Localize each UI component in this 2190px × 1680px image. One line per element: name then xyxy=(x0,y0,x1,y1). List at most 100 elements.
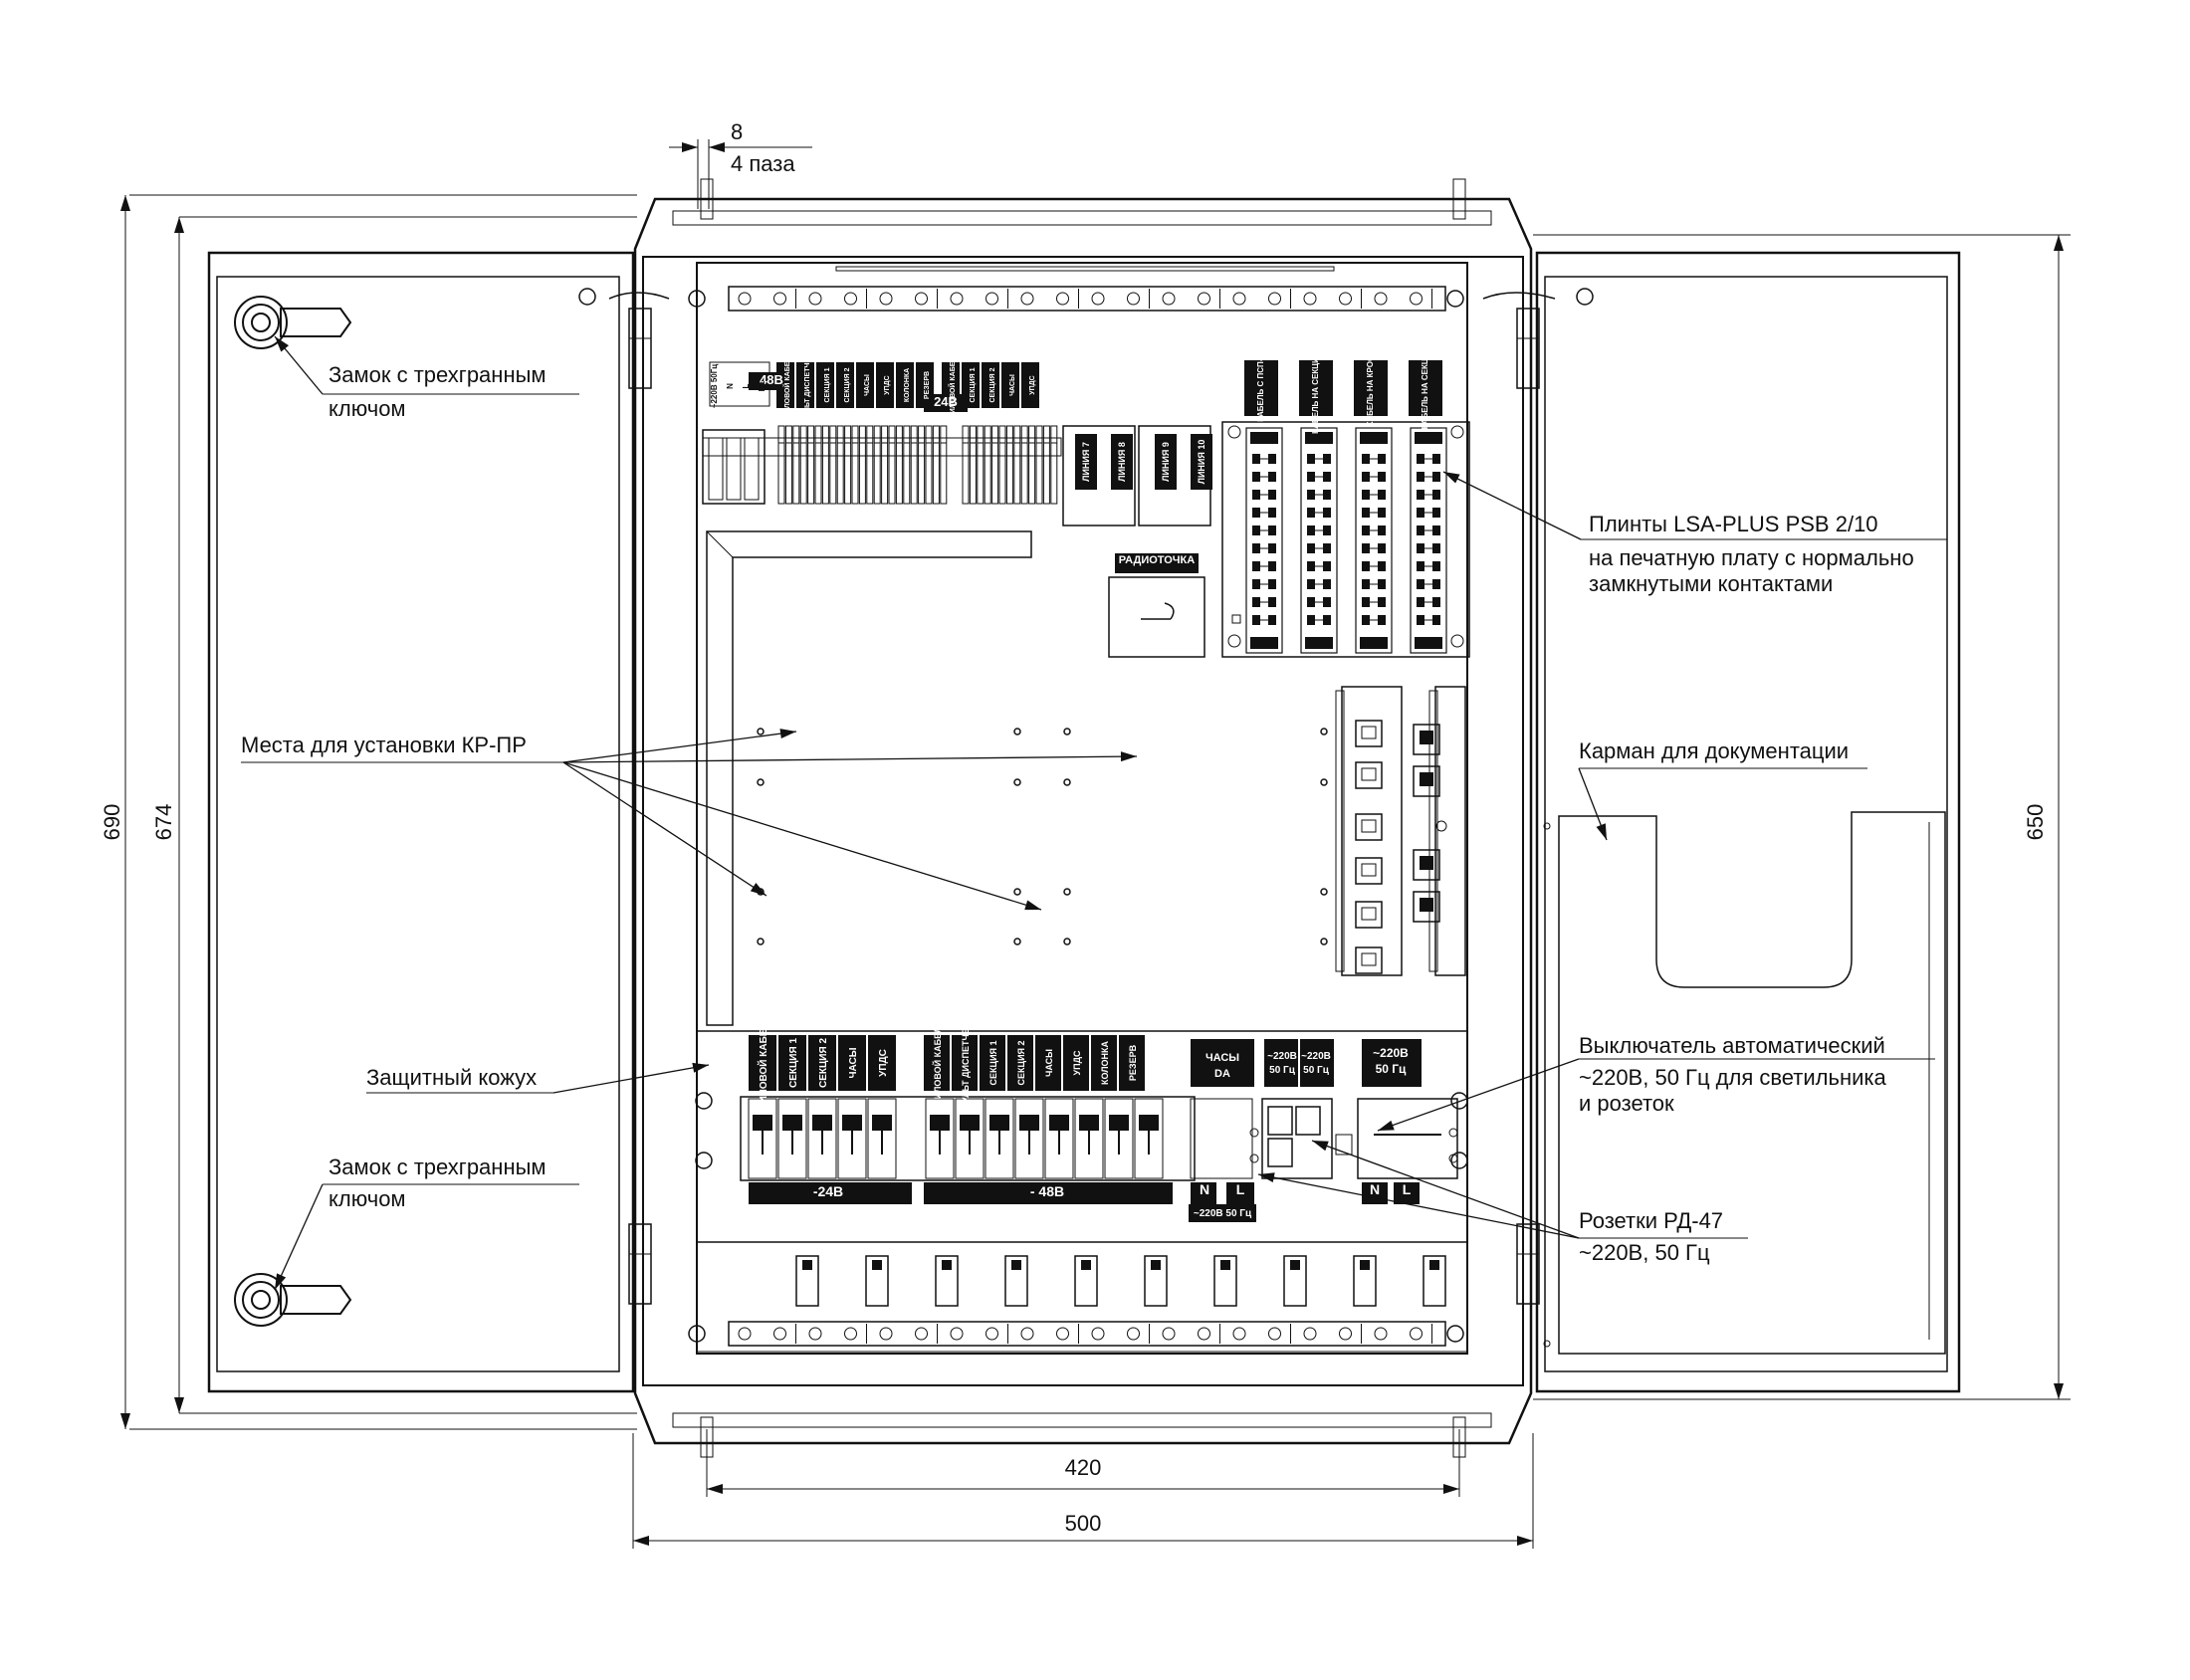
brk24-text-2: СЕКЦИЯ 2 xyxy=(818,1038,829,1088)
doc-pocket xyxy=(1558,811,1946,1355)
kr-places-label: Места для установки КР-ПР xyxy=(241,733,527,757)
mount-hole-3 xyxy=(757,938,765,945)
din48-text-2: СЕКЦИЯ 1 xyxy=(824,367,831,402)
hinge-2 xyxy=(1516,308,1540,389)
brk48-text-5: УПДС xyxy=(1072,1050,1082,1075)
cover-leader-head xyxy=(692,1062,709,1073)
terminal-28 xyxy=(910,425,918,505)
cover-label: Защитный кожух xyxy=(366,1065,537,1090)
dim-arrow-420-a xyxy=(707,1484,723,1494)
plint-0-pin-r-9 xyxy=(1268,615,1276,625)
panel-screw-4 xyxy=(695,1092,713,1110)
plint-board-screw-1 xyxy=(1450,425,1464,439)
breaker-10 xyxy=(1074,1098,1104,1179)
brk24-text-1: СЕКЦИЯ 1 xyxy=(788,1038,799,1088)
dim-500: 500 xyxy=(1065,1511,1102,1536)
plint-board-screw-0 xyxy=(1227,425,1241,439)
plinths-leader-head xyxy=(1443,472,1460,484)
mount-hole-13 xyxy=(1320,778,1328,786)
v220b-1: ~220В xyxy=(1301,1051,1331,1062)
bottom-earth-bar-screw-11 xyxy=(1127,1327,1140,1341)
breaker-toggle-6 xyxy=(960,1115,980,1131)
cable-tray xyxy=(706,530,1032,1026)
brk48-text-2: СЕКЦИЯ 1 xyxy=(988,1040,998,1085)
bottom-earth-bar-screw-13 xyxy=(1198,1327,1210,1341)
v220a-2: 50 Гц xyxy=(1269,1065,1296,1076)
rj-port-r-hole-3 xyxy=(1420,898,1433,912)
plint-3-pin-l-1 xyxy=(1417,472,1424,482)
hinge-3 xyxy=(1516,1223,1540,1305)
plint-1-pin-l-1 xyxy=(1307,472,1315,482)
plint-2-pin-l-6 xyxy=(1362,561,1370,571)
plint-0-pin-r-1 xyxy=(1268,472,1276,482)
breaker-2 xyxy=(807,1098,837,1179)
pocket-label: Карман для документации xyxy=(1579,738,1849,763)
plint-0-pin-l-5 xyxy=(1252,543,1260,553)
bottom-socket-cap-5 xyxy=(1151,1260,1161,1270)
breaker-screw-0 xyxy=(1249,1128,1259,1138)
breaker-toggle-1 xyxy=(782,1115,802,1131)
radio-socket-pin xyxy=(1141,602,1175,620)
plint-1-pin-r-4 xyxy=(1323,525,1331,535)
top-earth-bar xyxy=(728,286,1446,312)
plint-0-pin-l-6 xyxy=(1252,561,1260,571)
line-box-0 xyxy=(1062,425,1136,526)
dim-690: 690 xyxy=(100,804,124,841)
bottom-earth-bar-screw-15 xyxy=(1268,1327,1281,1341)
rj-port-l-hole-5 xyxy=(1361,952,1377,966)
din48-text-7: РЕЗЕРВ xyxy=(924,371,931,399)
kr-leader-2 xyxy=(562,755,1138,763)
terminal-11 xyxy=(784,425,792,505)
pocket-leader-head xyxy=(1596,823,1607,840)
brk48-box-7 xyxy=(1119,1035,1145,1091)
plint-2-pin-l-2 xyxy=(1362,490,1370,500)
brk48-box-6 xyxy=(1091,1035,1117,1091)
breaker-1 xyxy=(777,1098,807,1179)
terminal-10 xyxy=(777,425,785,505)
line-label-box-2 xyxy=(1155,434,1177,490)
dim-650: 650 xyxy=(2023,804,2048,841)
mount-hole-1 xyxy=(757,778,765,786)
plint-1-pin-l-8 xyxy=(1307,597,1315,607)
lock-top-leader-head xyxy=(275,336,290,352)
terminal-36 xyxy=(969,425,977,505)
terminal-24 xyxy=(881,425,889,505)
plint-0-pin-r-7 xyxy=(1268,579,1276,589)
rj-port-l-2 xyxy=(1355,813,1383,841)
rj-port-r-3 xyxy=(1413,891,1440,923)
din24-box-2 xyxy=(982,362,999,408)
bottom-socket-5 xyxy=(1144,1255,1168,1307)
l2-box xyxy=(1394,1182,1420,1204)
din24-box-0 xyxy=(942,362,960,408)
lock-bottom-label-1: Замок с трехгранным xyxy=(328,1155,547,1179)
brk48-box-4 xyxy=(1035,1035,1061,1091)
sockets-leader-2 xyxy=(1257,1173,1580,1239)
l-label: L xyxy=(1236,1181,1245,1197)
bottom-rail-area xyxy=(696,1241,1468,1353)
terminal-32 xyxy=(940,425,948,505)
power-terminal-1 xyxy=(726,437,742,501)
dim-arrow-690-b xyxy=(120,1413,130,1429)
bottom-earth-bar-screw-8 xyxy=(1020,1327,1034,1341)
brk48-text-0: СИЛОВОЙ КАБЕЛЬ xyxy=(932,1020,943,1106)
plint-2-pin-r-2 xyxy=(1378,490,1386,500)
sockets-leader-1 xyxy=(1311,1140,1580,1239)
hinge-0 xyxy=(628,308,652,389)
plint-1-pin-r-6 xyxy=(1323,561,1331,571)
plint-1-pin-r-7 xyxy=(1323,579,1331,589)
kr-leader-1-head xyxy=(779,729,796,739)
bottom-socket-7 xyxy=(1283,1255,1307,1307)
plint-3-pin-l-6 xyxy=(1417,561,1424,571)
brk48-text-1: ПУЛЬТ ДИСПЕТЧЕРА xyxy=(961,1016,971,1109)
plint-bot-cap-1 xyxy=(1305,637,1333,649)
line-label-box-3 xyxy=(1191,434,1212,490)
dim-4-paza: 4 паза xyxy=(731,151,795,176)
dim-8: 8 xyxy=(731,119,743,144)
right-door xyxy=(1535,251,1961,1393)
plint-3-pin-l-3 xyxy=(1417,508,1424,518)
mount-hole-7 xyxy=(1013,938,1021,945)
bottom-socket-2 xyxy=(935,1255,959,1307)
line-label-1: ЛИНИЯ 8 xyxy=(1117,442,1127,482)
din48-text-4: ЧАСЫ xyxy=(864,374,871,396)
